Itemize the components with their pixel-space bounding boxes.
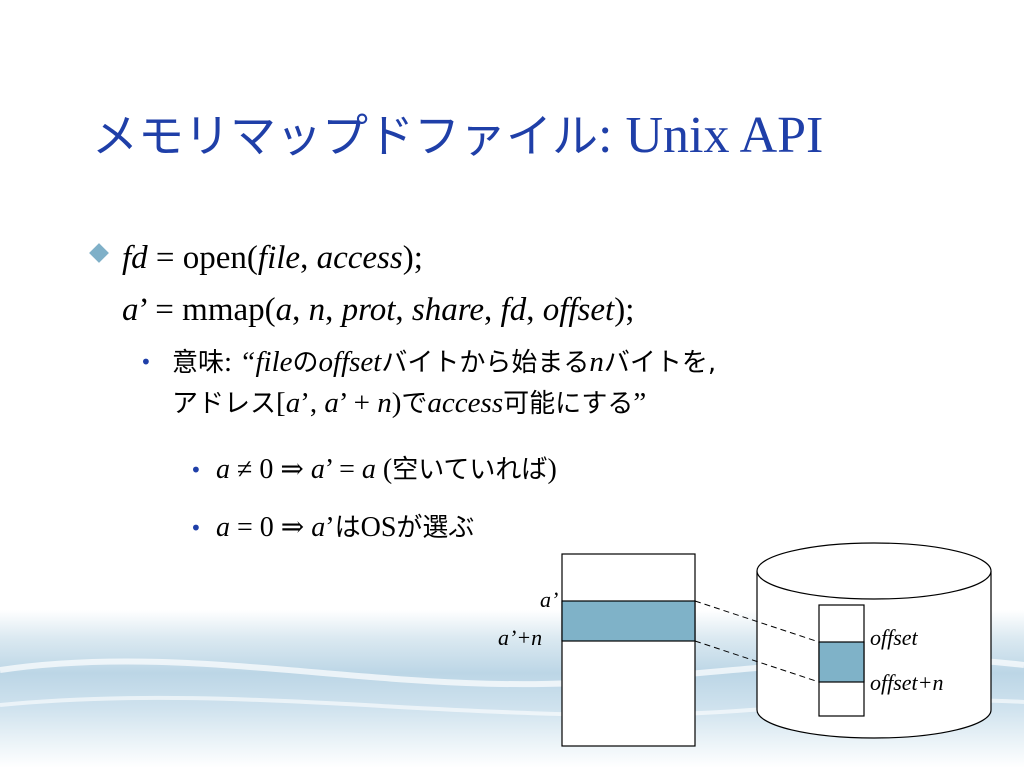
- text-address: アドレス: [172, 389, 277, 419]
- mapped-region: [561, 600, 696, 642]
- close-paren: );: [614, 292, 635, 328]
- var-a: a: [310, 454, 325, 485]
- word-access: access: [427, 387, 504, 419]
- prime: ’: [325, 512, 335, 543]
- neq-implies: ≠ 0 ⇒: [230, 454, 311, 485]
- text-bytes-obj: バイトを,: [603, 348, 717, 378]
- quote-open: “: [239, 346, 256, 378]
- bullet-dot-icon: •: [190, 516, 202, 540]
- arg-a: a: [275, 292, 293, 328]
- label-a-prime: a’: [540, 587, 558, 612]
- particle-no: の: [292, 348, 319, 378]
- file-mapped-segment: [818, 641, 865, 683]
- slide-title: メモリマップドファイル: Unix API: [92, 100, 823, 166]
- arg-file: file: [257, 240, 301, 276]
- meaning-text: 意味: “fileのoffsetバイトから始まるnバイトを, アドレス[a’, …: [172, 342, 716, 424]
- sep: ,: [292, 292, 309, 328]
- disk-body: [756, 571, 992, 739]
- disk-top: [756, 542, 992, 600]
- particle-wa: は: [334, 513, 361, 543]
- code-block: fd = open(file, access); a’ = mmap(a, n,…: [122, 232, 634, 336]
- var-a: a: [311, 512, 326, 543]
- arg-access: access: [316, 240, 403, 276]
- paren-close: ): [391, 387, 402, 419]
- title-en: : Unix API: [598, 107, 824, 164]
- var-fd: fd: [122, 240, 148, 276]
- range-a2: a: [324, 387, 339, 419]
- close-paren: );: [402, 240, 423, 276]
- sep: ,: [325, 292, 342, 328]
- range-a: a: [285, 387, 301, 419]
- word-os: OS: [360, 512, 397, 543]
- range-sep: ’,: [300, 387, 325, 419]
- title-jp: メモリマップドファイル: [92, 109, 598, 163]
- arg-share: share: [411, 292, 485, 328]
- text-chooses: が選ぶ: [396, 513, 475, 543]
- range-plus: ’ +: [338, 387, 378, 419]
- address-space-box: [561, 553, 696, 747]
- eq-implies: = 0 ⇒: [230, 512, 312, 543]
- label-offset: offset: [870, 625, 919, 650]
- text-possible: 可能にする: [503, 389, 634, 419]
- word-file: file: [255, 346, 293, 378]
- sep: ,: [526, 292, 543, 328]
- text-bytes-from: バイトから始まる: [381, 348, 590, 378]
- sep: ,: [395, 292, 412, 328]
- label-offset-plus-n: offset+n: [870, 670, 944, 695]
- sep: ,: [300, 240, 317, 276]
- arg-fd: fd: [500, 292, 527, 328]
- mmap-line: a’ = mmap(a, n, prot, share, fd, offset)…: [122, 284, 634, 336]
- arg-n: n: [308, 292, 326, 328]
- range-n: n: [377, 387, 392, 419]
- sep: ,: [484, 292, 501, 328]
- bullet-dot-icon: •: [190, 458, 202, 482]
- meaning-line-2: アドレス[a’, a’ + n)でaccess可能にする”: [172, 383, 716, 424]
- var-a: a: [216, 512, 230, 543]
- mapping-line-bottom: [694, 640, 820, 683]
- meaning-label: 意味: [172, 348, 225, 378]
- quote-close: ”: [633, 387, 647, 419]
- var-a: a: [122, 292, 139, 328]
- open-call: = open(: [147, 240, 258, 276]
- case-zero-text: a = 0 ⇒ a’はOSが選ぶ: [216, 508, 474, 548]
- arg-prot: prot: [341, 292, 396, 328]
- mapping-line-top: [694, 600, 820, 643]
- paren-close: ): [547, 454, 557, 485]
- meaning-line-1: 意味: “fileのoffsetバイトから始まるnバイトを,: [172, 342, 716, 383]
- case-nonzero-text: a ≠ 0 ⇒ a’ = a (空いていれば): [216, 450, 557, 490]
- open-line: fd = open(file, access);: [122, 232, 634, 284]
- particle-de: で: [401, 389, 428, 419]
- colon: :: [224, 346, 240, 378]
- var-a: a: [216, 454, 230, 485]
- bullet-dot-icon: •: [140, 350, 152, 374]
- bracket-open: [: [276, 387, 286, 419]
- word-offset: offset: [318, 346, 382, 378]
- prime-eq: ’ =: [324, 454, 362, 485]
- paren-open: (: [375, 454, 393, 485]
- var-a: a: [361, 454, 376, 485]
- mmap-call: ’ = mmap(: [138, 292, 276, 328]
- text-if-free: 空いていれば: [392, 455, 548, 485]
- arg-offset: offset: [542, 292, 615, 328]
- word-n: n: [589, 346, 604, 378]
- label-a-prime-plus-n: a’+n: [498, 625, 542, 650]
